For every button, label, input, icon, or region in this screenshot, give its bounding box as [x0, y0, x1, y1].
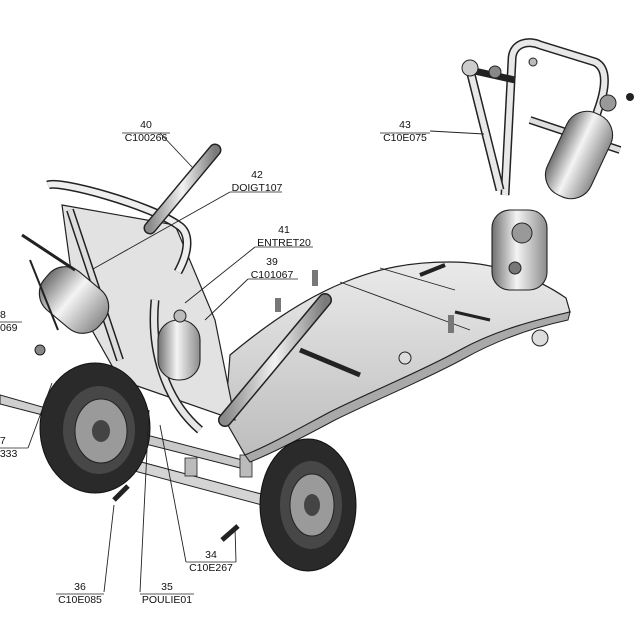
callout-41: 41 ENTRET20 [257, 224, 311, 249]
callout-36-code: C10E085 [58, 594, 102, 606]
callout-39-code: C101067 [251, 269, 294, 281]
callout-42-number: 42 [251, 169, 263, 181]
callout-40-number: 40 [140, 119, 152, 131]
callout-38-number: 8 [0, 309, 6, 321]
callout-35-number: 35 [161, 581, 173, 593]
callout-39: 39 C101067 [251, 256, 294, 281]
callout-37-partial: 37 0333 [0, 435, 18, 460]
left-wheel [39, 362, 151, 494]
callout-37-code: 0333 [0, 448, 18, 460]
central-cylinder [157, 309, 201, 381]
callout-35-code: POULIE01 [142, 594, 192, 606]
callout-leaders [0, 130, 485, 595]
callout-36: 36 C10E085 [58, 581, 102, 606]
pivot-drum [491, 209, 549, 347]
left-cylinder [21, 233, 110, 356]
callout-43-number: 43 [399, 119, 411, 131]
callout-42-code: DOIGT107 [232, 182, 283, 194]
callout-42: 42 DOIGT107 [232, 169, 283, 194]
callout-35: 35 POULIE01 [142, 581, 192, 606]
top-right-cylinder [544, 93, 634, 200]
right-wheel [259, 438, 357, 572]
handle-part-40 [143, 143, 222, 235]
callout-41-number: 41 [278, 224, 290, 236]
callout-43-code: C10E075 [383, 132, 427, 144]
callout-34-number: 34 [205, 549, 217, 561]
callout-34-code: C10E267 [189, 562, 233, 574]
callout-38-code: 069 [0, 322, 18, 334]
callout-34: 34 C10E267 [189, 549, 233, 574]
callout-38-partial: 8 069 [0, 309, 18, 334]
callout-37-number: 37 [0, 435, 6, 447]
callout-39-number: 39 [266, 256, 278, 268]
callout-40: 40 C100266 [125, 119, 168, 144]
callout-43: 43 C10E075 [383, 119, 427, 144]
callout-36-number: 36 [74, 581, 86, 593]
callout-41-code: ENTRET20 [257, 237, 311, 249]
callout-40-code: C100266 [125, 132, 168, 144]
